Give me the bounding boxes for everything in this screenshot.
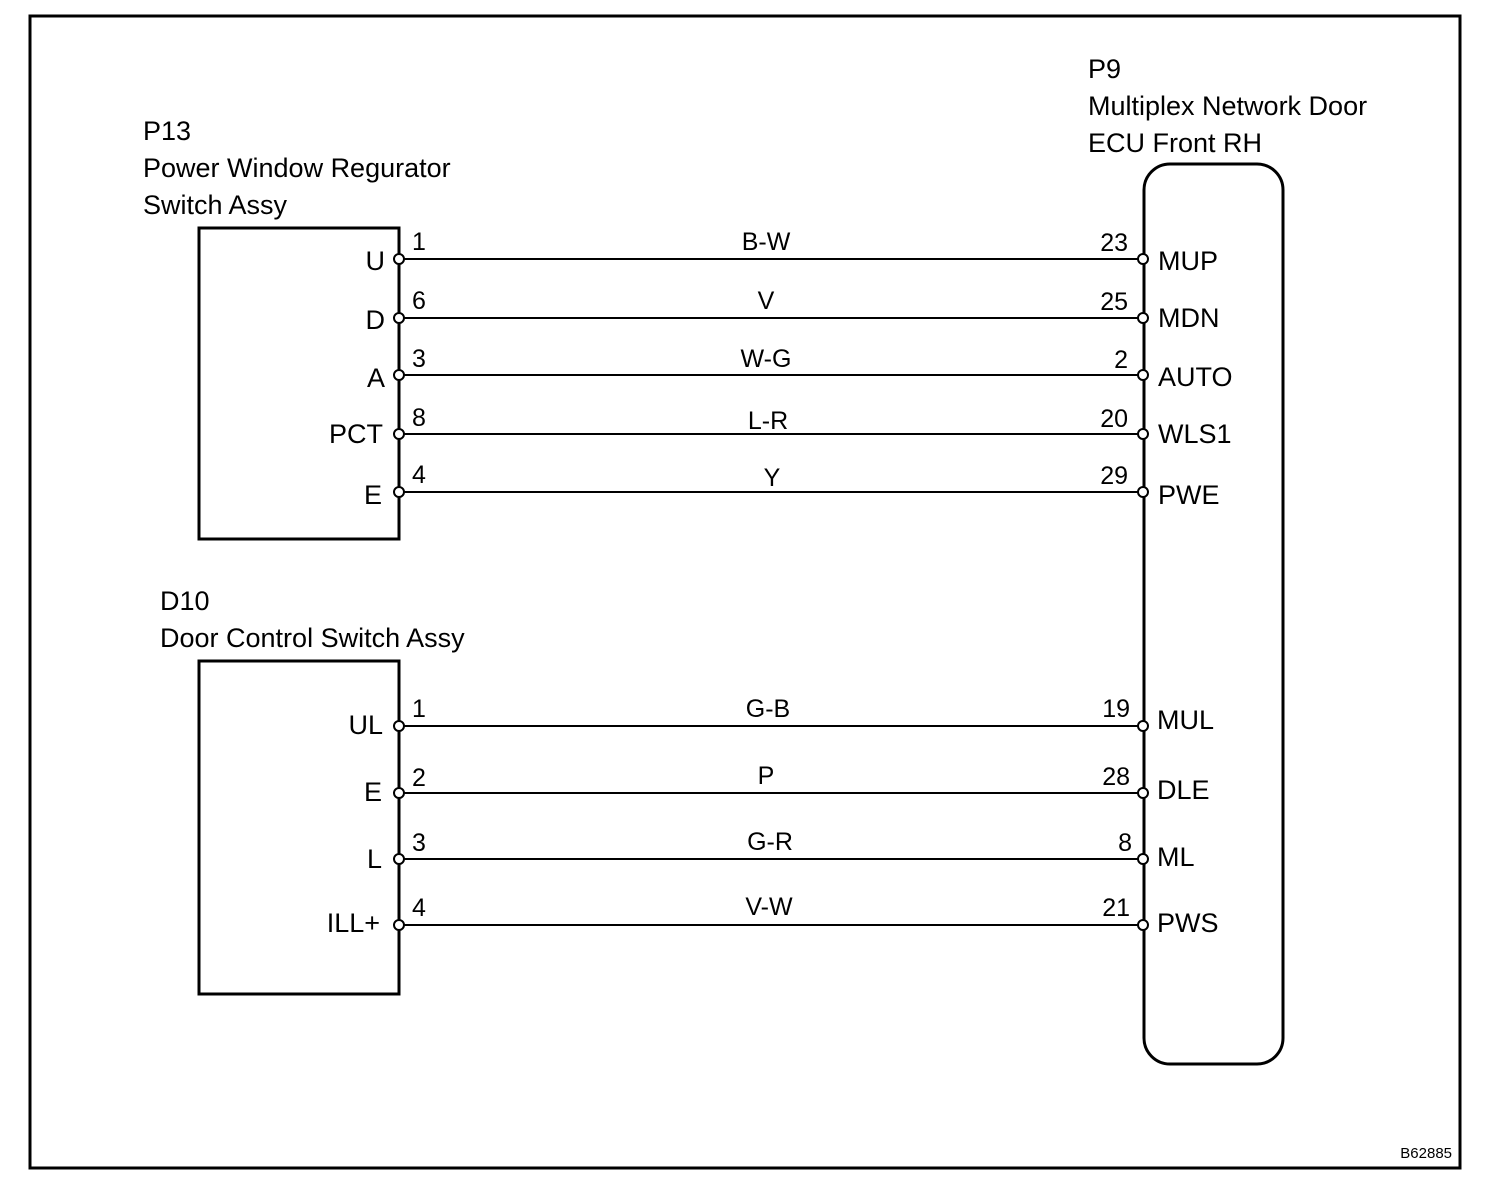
- p9-pin-number: 23: [1100, 229, 1128, 257]
- p9-ecu-box: [1142, 162, 1285, 1066]
- d10-terminal-l: [393, 853, 405, 865]
- p9-terminal-label: WLS1: [1158, 419, 1232, 449]
- p13-pin-number: 3: [412, 345, 426, 373]
- p9-name-line1: Multiplex Network Door: [1088, 91, 1367, 121]
- p13-terminal-label: E: [364, 480, 382, 510]
- p9-terminal-dle: [1137, 787, 1149, 799]
- p9-terminal-label: MDN: [1158, 303, 1220, 333]
- figure-id: B62885: [1400, 1145, 1452, 1162]
- p13-pin-number: 6: [412, 287, 426, 315]
- wire-color-code: W-G: [741, 345, 792, 373]
- diagram-frame: [28, 14, 1462, 1170]
- d10-terminal-e: [393, 787, 405, 799]
- wire-color-code: Y: [764, 464, 781, 492]
- p9-terminal-mup: [1137, 253, 1149, 265]
- wire-row: ILL+ 4 V-W 21 PWS: [327, 893, 1219, 938]
- p9-terminal-label: AUTO: [1158, 362, 1233, 392]
- p9-code: P9: [1088, 54, 1121, 84]
- wire-row: PCT 8 L-R 20 WLS1: [329, 404, 1232, 449]
- p13-terminal-pct: [393, 428, 405, 440]
- d10-terminal-label: UL: [348, 710, 383, 740]
- p13-connector-box: [197, 226, 401, 541]
- p9-pin-number: 21: [1102, 894, 1130, 922]
- p9-terminal-mdn: [1137, 312, 1149, 324]
- p9-terminal-label: MUP: [1158, 246, 1218, 276]
- p13-pin-number: 4: [412, 461, 426, 489]
- p9-pin-number: 19: [1102, 695, 1130, 723]
- p9-pin-number: 29: [1100, 462, 1128, 490]
- p13-terminal-label: U: [366, 246, 386, 276]
- wire-color-code: V-W: [745, 893, 793, 921]
- p9-terminal-label: MUL: [1157, 705, 1214, 735]
- p13-terminal-u: [393, 253, 405, 265]
- p9-terminal-label: DLE: [1157, 775, 1210, 805]
- p9-pin-number: 20: [1100, 405, 1128, 433]
- p13-code: P13: [143, 116, 191, 146]
- p13-terminal-label: D: [366, 305, 386, 335]
- wire-color-code: B-W: [742, 228, 791, 256]
- wire-row: UL 1 G-B 19 MUL: [348, 695, 1214, 740]
- wire-row: L 3 G-R 8 ML: [367, 828, 1195, 874]
- d10-terminal-label: L: [367, 844, 382, 874]
- p13-terminal-label: A: [367, 363, 385, 393]
- p9-terminal-pws: [1137, 919, 1149, 931]
- d10-name-line1: Door Control Switch Assy: [160, 623, 465, 653]
- p13-name-line1: Power Window Regurator: [143, 153, 451, 183]
- p13-terminal-d: [393, 312, 405, 324]
- wire-color-code: G-R: [747, 828, 793, 856]
- d10-terminal-ul: [393, 720, 405, 732]
- p9-terminal-label: PWS: [1157, 908, 1219, 938]
- p9-terminal-ml: [1137, 853, 1149, 865]
- wire-row: D 6 V 25 MDN: [366, 287, 1220, 335]
- p9-pin-number: 28: [1102, 763, 1130, 791]
- p9-name-line2: ECU Front RH: [1088, 128, 1262, 158]
- p9-pin-number: 25: [1100, 288, 1128, 316]
- d10-pin-number: 2: [412, 764, 426, 792]
- d10-connector-box: [197, 659, 401, 996]
- wire-row: E 4 Y 29 PWE: [364, 461, 1220, 510]
- wire-row: E 2 P 28 DLE: [364, 762, 1210, 807]
- d10-code: D10: [160, 586, 210, 616]
- p9-terminal-label: ML: [1157, 842, 1195, 872]
- p9-pin-number: 2: [1114, 346, 1128, 374]
- wire-row: A 3 W-G 2 AUTO: [367, 345, 1233, 393]
- p13-terminal-label: PCT: [329, 419, 383, 449]
- p9-terminal-auto: [1137, 369, 1149, 381]
- p9-terminal-mul: [1137, 720, 1149, 732]
- p13-name-line2: Switch Assy: [143, 190, 288, 220]
- p13-terminal-e: [393, 486, 405, 498]
- p9-pin-number: 8: [1118, 829, 1132, 857]
- d10-pin-number: 3: [412, 829, 426, 857]
- p13-pin-number: 1: [412, 228, 426, 256]
- wire-color-code: P: [758, 762, 775, 790]
- d10-terminal-label: E: [364, 777, 382, 807]
- d10-pin-number: 4: [412, 894, 426, 922]
- p13-pin-number: 8: [412, 404, 426, 432]
- p9-terminal-wls1: [1137, 428, 1149, 440]
- p9-terminal-label: PWE: [1158, 480, 1220, 510]
- wire-color-code: G-B: [746, 695, 790, 723]
- d10-terminal-label: ILL+: [327, 908, 380, 938]
- d10-terminal-ill-plus: [393, 919, 405, 931]
- wire-row: U 1 B-W 23 MUP: [366, 228, 1219, 276]
- p13-terminal-a: [393, 369, 405, 381]
- p9-terminal-pwe: [1137, 486, 1149, 498]
- wire-color-code: V: [758, 287, 775, 315]
- wire-color-code: L-R: [748, 407, 788, 435]
- d10-pin-number: 1: [412, 695, 426, 723]
